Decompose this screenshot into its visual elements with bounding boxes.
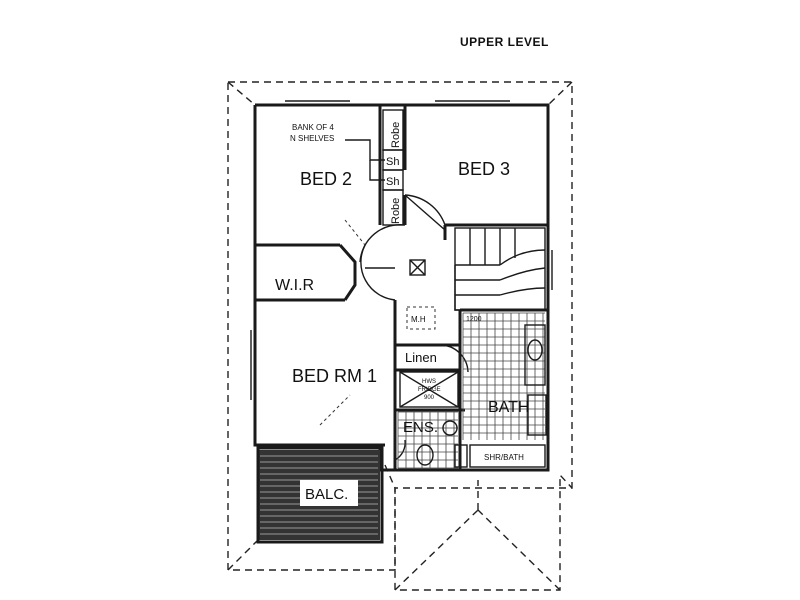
page-title: UPPER LEVEL xyxy=(460,35,549,49)
bathroom-tiles xyxy=(462,312,545,440)
exterior-walls xyxy=(250,100,553,472)
hw-label-1: HWS xyxy=(422,379,436,385)
interior-walls xyxy=(255,105,548,470)
bed3-label: BED 3 xyxy=(458,159,510,179)
hw-label-3: 900 xyxy=(424,395,435,401)
roof-outline xyxy=(227,81,573,591)
manhole-icon xyxy=(406,259,436,330)
balcony-deck xyxy=(256,446,384,544)
ensuite-fixtures xyxy=(399,371,468,468)
robe-label-top: Robe xyxy=(390,122,402,148)
shelves-note-line-1: BANK OF 4 xyxy=(292,123,334,132)
shelves-note-line-2: N SHELVES xyxy=(290,134,334,143)
mh-label: M.H xyxy=(411,315,426,324)
staircase xyxy=(454,227,546,311)
wir-label: W.I.R xyxy=(275,277,314,294)
bathroom-fixtures xyxy=(469,324,547,468)
hw-label-2: FRIDGE xyxy=(418,387,441,393)
robe-label-bottom: Robe xyxy=(390,198,402,224)
bath-label: BATH xyxy=(488,399,529,416)
linen-label: Linen xyxy=(405,350,437,365)
balc-label: BALC. xyxy=(305,486,348,503)
bed1-label: BED RM 1 xyxy=(292,366,377,386)
ensuite-tiles xyxy=(397,411,458,469)
ens-label: ENS. xyxy=(403,419,438,436)
room-labels: BED 2 BED 3 W.I.R BED RM 1 Linen BATH EN… xyxy=(275,122,529,503)
shelves-note-leader xyxy=(345,139,385,181)
bed2-label: BED 2 xyxy=(300,169,352,189)
shr-bath-label: SHR/BATH xyxy=(484,453,524,462)
dimension-label: 1200 xyxy=(466,316,482,323)
door-swings xyxy=(319,194,469,461)
sh-label-2: Sh xyxy=(386,176,399,188)
sh-label-1: Sh xyxy=(386,156,399,168)
